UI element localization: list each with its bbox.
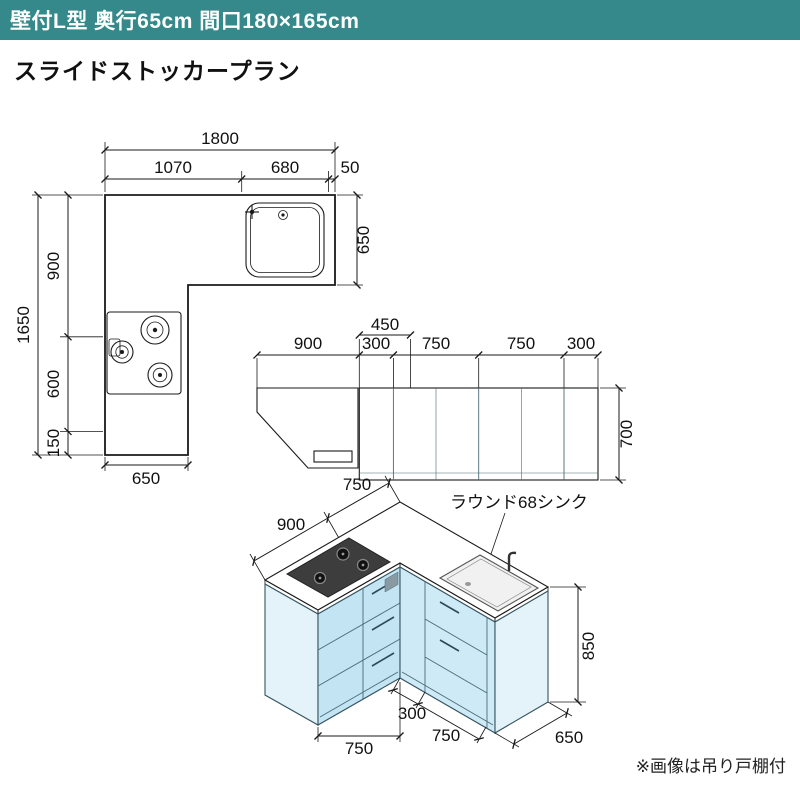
plan-dim-left-section: 1070 xyxy=(154,158,192,177)
elevation-dimension-labels: 900 300 450 750 750 300 700 xyxy=(294,315,636,448)
header-bar: 壁付L型 奥行65cm 間口180×165cm xyxy=(0,0,800,40)
iso-dim-front-left: 750 xyxy=(345,739,373,758)
hood-vent-icon xyxy=(313,450,353,463)
elev-dim-cab3: 750 xyxy=(507,334,535,353)
elev-dim-hood: 900 xyxy=(294,334,322,353)
plan-view: 1800 1070 680 50 650 1650 900 600 150 65… xyxy=(14,129,373,488)
drain-icon xyxy=(278,210,288,220)
iso-dim-depth: 650 xyxy=(555,728,583,747)
plan-title: スライドストッカープラン xyxy=(14,58,301,84)
elevation-extension-lines xyxy=(256,339,626,481)
sink-type-label: ラウンド68シンク xyxy=(450,493,588,512)
elev-dim-corner: 450 xyxy=(371,315,399,334)
plan-dim-total-width: 1800 xyxy=(201,129,239,148)
plan-extension-lines xyxy=(32,142,363,471)
plan-dim-counter-depth: 650 xyxy=(354,226,373,254)
iso-dim-front-sink: 750 xyxy=(432,726,460,745)
elev-dim-height: 700 xyxy=(617,420,636,448)
cooktop-plan xyxy=(106,311,182,395)
right-end-panel xyxy=(494,590,549,734)
wall-cabinet-seams xyxy=(359,388,598,480)
iso-dim-height: 850 xyxy=(579,632,598,660)
elev-dim-cab1: 300 xyxy=(362,334,390,353)
elev-dim-cab2: 750 xyxy=(422,334,450,353)
footnote: ※画像は吊り戸棚付 xyxy=(635,757,786,776)
iso-dimension-lines xyxy=(252,478,582,749)
plan-dim-bottom-width: 650 xyxy=(132,469,160,488)
sink-label-leader xyxy=(490,512,506,555)
plan-dim-end-section: 50 xyxy=(341,158,360,177)
grill-slot-plan xyxy=(108,338,121,357)
grill-panel-iso xyxy=(384,571,399,593)
plan-dim-total-height: 1650 xyxy=(14,306,33,344)
plan-dim-sink-section: 680 xyxy=(271,158,299,177)
iso-dimension-labels: 900 750 ラウンド68シンク 850 650 300 750 750 xyxy=(277,475,598,758)
plan-dimension-labels: 1800 1070 680 50 650 1650 900 600 150 65… xyxy=(14,129,373,488)
kitchen-layout-diagram: 1800 1070 680 50 650 1650 900 600 150 65… xyxy=(14,129,636,758)
plan-dim-lower-height: 150 xyxy=(44,429,63,457)
range-hood-elevation xyxy=(256,387,359,469)
counter-outline-plan xyxy=(104,194,336,456)
plan-dim-upper-height: 900 xyxy=(44,252,63,280)
faucet-icon xyxy=(245,205,259,219)
sink-plan xyxy=(245,202,325,278)
faucet-iso xyxy=(507,551,517,571)
iso-dim-front-corner: 300 xyxy=(398,704,426,723)
elevation-dimension-lines xyxy=(253,331,623,484)
iso-dim-back-left: 900 xyxy=(277,515,305,534)
elevation-view: 900 300 450 750 750 300 700 xyxy=(253,315,636,484)
sink-iso xyxy=(438,551,540,612)
iso-dim-back-right: 750 xyxy=(343,475,371,494)
header-title: 壁付L型 奥行65cm 間口180×165cm xyxy=(10,10,360,33)
iso-view: 900 750 ラウンド68シンク 850 650 300 750 750 xyxy=(249,475,598,758)
plan-dimension-lines xyxy=(34,146,361,469)
elev-dim-cab4: 300 xyxy=(567,334,595,353)
plan-dim-cooktop-height: 600 xyxy=(44,370,63,398)
